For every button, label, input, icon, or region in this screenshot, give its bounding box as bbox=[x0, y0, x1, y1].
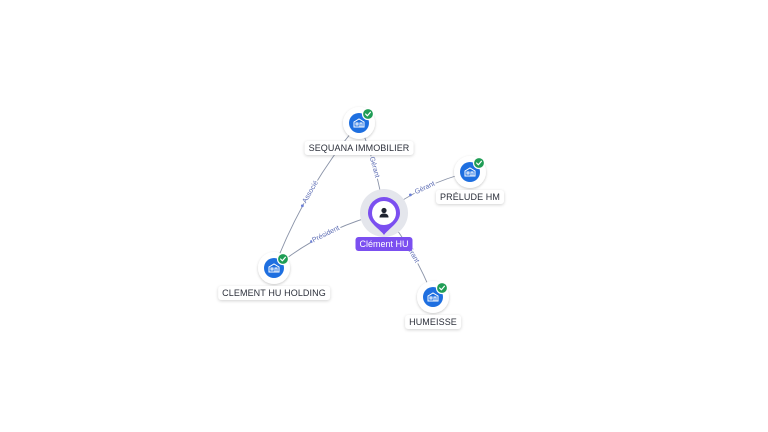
building-icon bbox=[353, 118, 365, 128]
verified-check-icon bbox=[435, 281, 449, 295]
company-node-prelude[interactable] bbox=[454, 156, 486, 188]
nodes-layer bbox=[258, 107, 486, 313]
building-icon bbox=[427, 292, 439, 302]
edge-label: Gérant bbox=[368, 156, 380, 179]
edge-label: Gérant bbox=[414, 181, 436, 197]
company-node-humeisse[interactable] bbox=[417, 281, 449, 313]
company-label-holding[interactable]: CLEMENT HU HOLDING bbox=[218, 286, 330, 300]
person-label[interactable]: Clément HU bbox=[355, 237, 413, 251]
company-node-sequana[interactable] bbox=[343, 107, 375, 139]
verified-check-icon bbox=[361, 107, 375, 121]
edge-arrow-icon bbox=[310, 239, 313, 243]
verified-check-icon bbox=[472, 156, 486, 170]
company-label-sequana[interactable]: SEQUANA IMMOBILIER bbox=[304, 141, 414, 155]
edge-arrow-icon bbox=[300, 204, 304, 208]
edge-line bbox=[273, 122, 360, 269]
company-label-humeisse[interactable]: HUMEISSE bbox=[405, 315, 461, 329]
building-icon bbox=[464, 167, 476, 177]
person-node[interactable] bbox=[360, 189, 408, 237]
edge-arrow-icon bbox=[409, 193, 412, 197]
edge-label: Associé bbox=[302, 180, 320, 205]
edge-label: Président bbox=[311, 225, 341, 245]
company-label-prelude[interactable]: PRÉLUDE HM bbox=[435, 190, 505, 204]
building-icon bbox=[268, 263, 280, 273]
person-icon bbox=[379, 207, 389, 218]
verified-check-icon bbox=[276, 252, 290, 266]
company-node-holding[interactable] bbox=[258, 252, 290, 284]
